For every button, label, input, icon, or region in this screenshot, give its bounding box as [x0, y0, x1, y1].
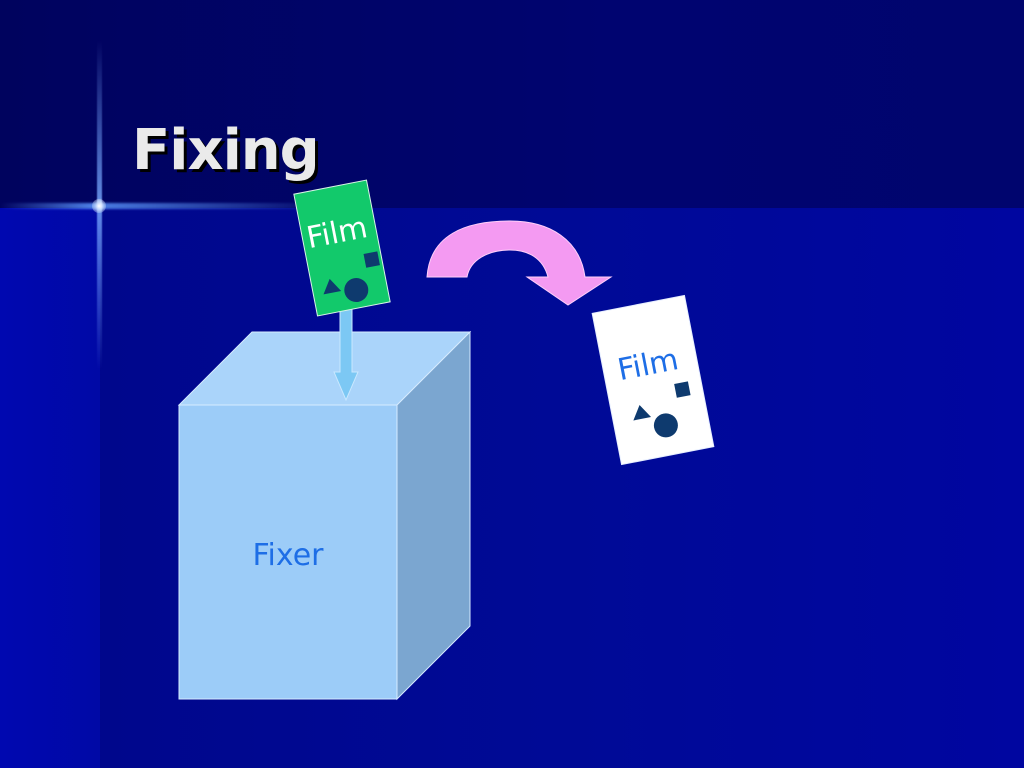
- fixer-label: Fixer: [252, 538, 324, 573]
- insert-arrow-shape: [333, 304, 359, 402]
- light-flare-core: [92, 199, 106, 213]
- left-band: [0, 208, 100, 768]
- film-before-sheet: [293, 179, 391, 317]
- film-after: Film: [591, 294, 715, 466]
- square-icon: [674, 381, 691, 398]
- film-after-sheet: [591, 294, 715, 466]
- square-icon: [363, 251, 380, 268]
- slide-title: Fixing: [132, 118, 320, 183]
- curved-arrow: [426, 220, 613, 306]
- fixer-box-front: [178, 404, 398, 700]
- curved-arrow-shape: [426, 220, 613, 306]
- triangle-icon: [323, 278, 342, 295]
- circle-icon: [653, 413, 678, 438]
- fixer-box: Fixer: [177, 330, 472, 701]
- triangle-icon: [633, 405, 652, 421]
- circle-icon: [344, 278, 369, 303]
- film-before: Film: [293, 179, 391, 317]
- title-band: [0, 0, 1024, 208]
- insert-arrow: [333, 304, 359, 402]
- light-flare-horizontal: [0, 203, 330, 209]
